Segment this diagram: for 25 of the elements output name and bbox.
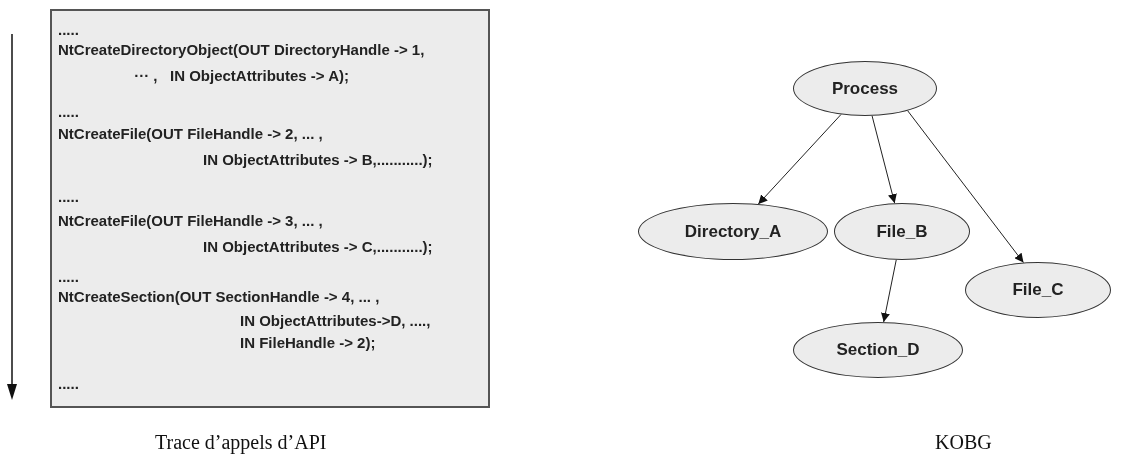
code-line: ··· , IN ObjectAttributes -> A); [133, 67, 350, 85]
ellipse-node: Section_D [793, 322, 963, 378]
code-line: ..... [58, 103, 79, 121]
code-line: NtCreateSection(OUT SectionHandle -> 4, ... , [58, 288, 380, 306]
code-line: NtCreateDirectoryObject(OUT DirectoryHandle -> 1, [58, 41, 425, 59]
arrow [907, 110, 1024, 264]
code-line: IN ObjectAttributes->D, ...., [240, 312, 431, 330]
code-line: IN ObjectAttributes -> B,...........); [203, 151, 433, 169]
code-line: IN ObjectAttributes -> C,...........); [203, 238, 433, 256]
caption: Trace d’appels d’API [155, 430, 327, 456]
code-line: IN FileHandle -> 2); [240, 334, 376, 352]
code-line: NtCreateFile(OUT FileHandle -> 2, ... , [58, 125, 323, 143]
code-line: NtCreateFile(OUT FileHandle -> 3, ... , [58, 212, 323, 230]
ellipse-node: Directory_A [638, 203, 828, 260]
code-line: ..... [58, 21, 79, 39]
ellipse-node: File_B [834, 203, 970, 260]
code-line: ..... [58, 188, 79, 206]
arrow [881, 259, 897, 323]
arrow [871, 115, 897, 204]
code-line: ..... [58, 268, 79, 286]
caption: KOBG [935, 430, 992, 455]
ellipse-node: File_C [965, 262, 1111, 318]
code-panel [50, 9, 490, 408]
code-line: ..... [58, 375, 79, 393]
ellipse-node: Process [793, 61, 937, 116]
